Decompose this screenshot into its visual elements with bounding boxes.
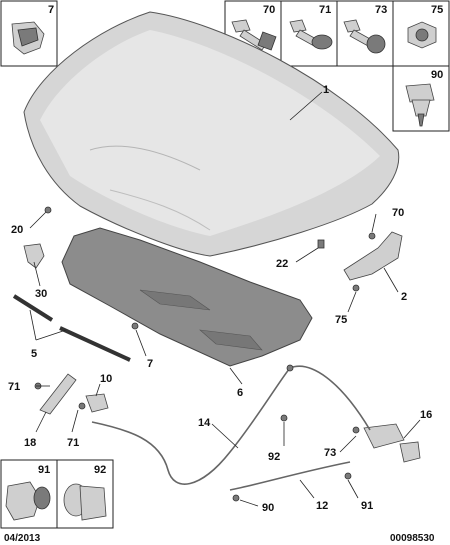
box-73-label: 73 (375, 4, 387, 16)
cable-12 (229, 461, 352, 502)
footer-date: 04/2013 (4, 533, 41, 544)
box-90-label: 90 (431, 69, 443, 81)
callout-7: 7 (147, 358, 153, 370)
callout-6: 6 (237, 387, 243, 399)
seal-strips (12, 294, 131, 362)
clip-92-on-cable (280, 414, 288, 422)
callout-73: 73 (324, 447, 336, 459)
callout-14: 14 (198, 417, 211, 429)
clip-90-icon (405, 83, 435, 127)
callout-91: 91 (361, 500, 373, 512)
fastener-7-liner (131, 322, 139, 330)
leader-lines (29, 91, 421, 507)
box-75: 75 (392, 0, 450, 67)
callout-5: 5 (31, 348, 37, 360)
callout-90: 90 (262, 502, 274, 514)
callout-16: 16 (420, 409, 432, 421)
box-73: 73 (336, 0, 394, 67)
box-70-label: 70 (263, 4, 275, 16)
box-90: 90 (392, 65, 450, 132)
prop-rod-18 (34, 373, 77, 415)
box-7-label: 7 (48, 4, 54, 16)
box-92-label: 92 (94, 464, 106, 476)
box-75-label: 75 (431, 4, 443, 16)
box-91-label: 91 (38, 464, 50, 476)
box-7: 7 (0, 0, 58, 67)
callout-10: 10 (100, 373, 112, 385)
callout-20: 20 (11, 224, 23, 236)
callout-75: 75 (335, 314, 347, 326)
callout-71-upper: 71 (8, 381, 20, 393)
bracket-30 (23, 243, 45, 269)
box-91: 91 (0, 459, 58, 529)
catch-10 (78, 393, 109, 413)
clip-91-icon (5, 481, 51, 521)
callout-18: 18 (24, 437, 36, 449)
clip-7-icon (11, 21, 45, 55)
callout-2: 2 (401, 291, 407, 303)
bolt-71-icon (289, 19, 333, 50)
hood-insulation (61, 227, 313, 367)
hood-panel (23, 11, 400, 257)
box-71-label: 71 (319, 4, 331, 16)
callout-30: 30 (35, 288, 47, 300)
nut-75-icon (407, 21, 437, 49)
clip-92-icon (63, 483, 107, 521)
release-cable-14 (91, 364, 371, 485)
stop-22 (317, 239, 325, 249)
hinge-2 (343, 231, 403, 292)
box-71: 71 (280, 0, 338, 67)
fastener-20 (44, 206, 52, 214)
callout-70: 70 (392, 207, 404, 219)
box-92: 92 (56, 459, 114, 529)
callout-22: 22 (276, 258, 288, 270)
lock-16 (352, 423, 421, 463)
callout-1: 1 (323, 84, 329, 96)
footer-reference: 00098530 (390, 533, 435, 544)
callout-92: 92 (268, 451, 280, 463)
callout-71-lower: 71 (67, 437, 79, 449)
bolt-73-icon (343, 19, 386, 54)
bolt-70-icon (231, 19, 277, 51)
callouts: 1 20 30 5 7 22 70 2 75 6 71 10 18 71 14 … (8, 84, 432, 514)
callout-12: 12 (316, 500, 328, 512)
